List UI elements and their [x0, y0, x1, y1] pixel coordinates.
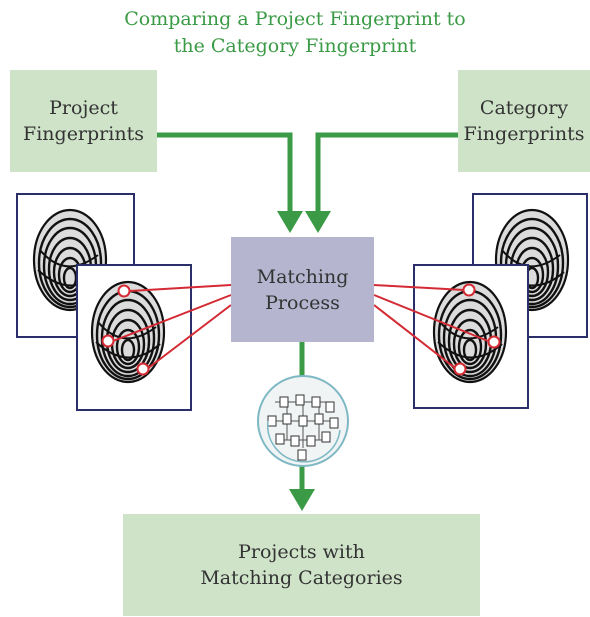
- matching-box-line-2: Process: [265, 291, 340, 314]
- network-graph-icon: [257, 375, 349, 467]
- title-line-2: the Category Fingerprint: [173, 35, 417, 57]
- project-to-matching-arrow: [157, 132, 303, 233]
- diagram-title: Comparing a Project Fingerprint to the C…: [0, 6, 590, 60]
- fingerprint-icon: [90, 280, 166, 384]
- left-match-lines: [101, 284, 232, 376]
- category-box-line-1: Category: [479, 97, 569, 119]
- project-box-line-1: Project: [49, 97, 118, 119]
- category-box-line-2: Fingerprints: [463, 123, 585, 145]
- category-to-matching-arrow: [305, 132, 458, 233]
- project-fingerprints-box: Project Fingerprints: [10, 70, 157, 172]
- project-box-line-2: Fingerprints: [23, 123, 144, 145]
- right-match-lines: [373, 283, 501, 376]
- left-front-fingerprint-card: [76, 264, 192, 411]
- category-fingerprints-box: Category Fingerprints: [458, 70, 590, 172]
- matching-process-box: Matching Process: [231, 237, 374, 342]
- output-box-line-2: Matching Categories: [200, 567, 403, 589]
- output-box-line-1: Projects with: [238, 541, 365, 563]
- matching-categories-output-box: Projects with Matching Categories: [123, 514, 480, 616]
- fingerprint-icon: [432, 280, 508, 384]
- matching-box-line-1: Matching: [256, 265, 349, 288]
- title-line-1: Comparing a Project Fingerprint to: [124, 8, 466, 30]
